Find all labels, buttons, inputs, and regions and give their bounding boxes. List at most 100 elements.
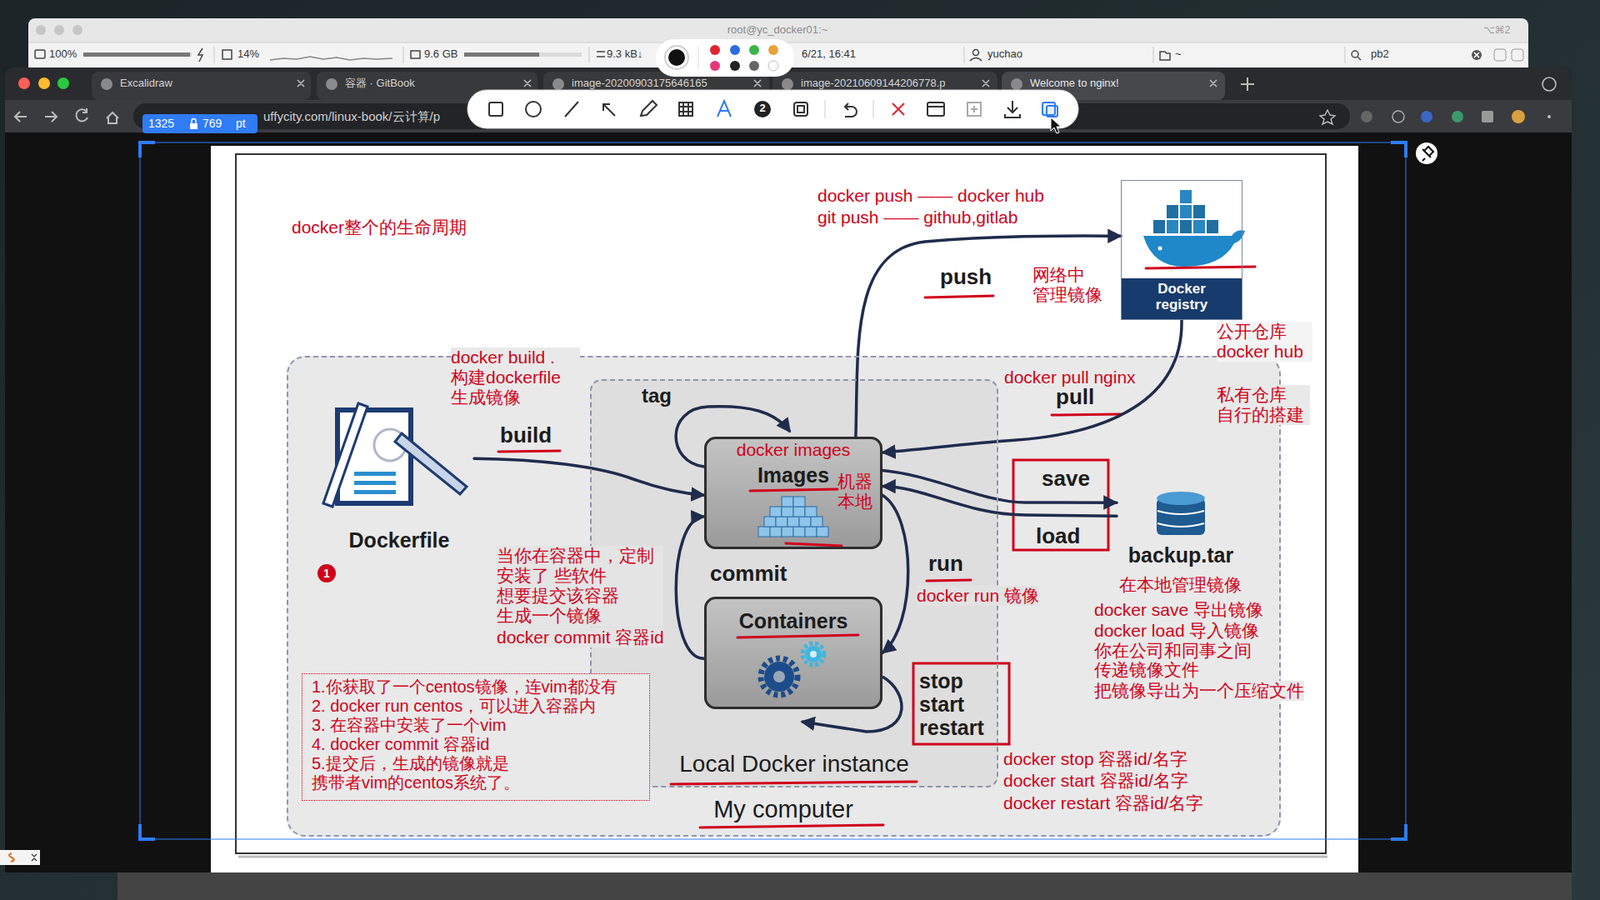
terminal-window xyxy=(222,50,232,60)
tab-title: image-20200903175646165 xyxy=(571,77,708,90)
node-text: 5.提交后，生成的镜像就是 携带者vim的centos系统了。 xyxy=(311,754,554,793)
annotation-toolbar xyxy=(1042,102,1055,115)
edge-label: build xyxy=(500,423,552,449)
browser-window xyxy=(1420,110,1433,123)
flow-arrow xyxy=(474,458,705,495)
terminal-window xyxy=(35,25,46,35)
browser-window xyxy=(117,872,1572,900)
diagram-fills xyxy=(704,436,883,550)
node-text: Images xyxy=(757,463,830,488)
annotation-toolbar xyxy=(640,100,657,116)
browser-window xyxy=(5,132,1572,873)
annotation-toolbar xyxy=(873,100,875,119)
registry-whale xyxy=(1153,220,1165,234)
red-annotations xyxy=(737,635,859,638)
edge-label: pull xyxy=(1055,385,1095,410)
annotation-toolbar xyxy=(927,102,945,116)
annotation-toolbar xyxy=(679,102,693,116)
browser-window xyxy=(45,111,57,122)
url-text: uffycity.com/linux-book/云计算/p xyxy=(263,109,440,124)
terminal-window xyxy=(1471,50,1482,60)
red-annotations xyxy=(750,489,838,491)
color-palette xyxy=(665,45,689,70)
node-text: 3. 在容器中安装了一个vim xyxy=(311,715,506,735)
browser-window xyxy=(15,111,27,122)
red-annotations xyxy=(700,825,884,828)
node-text: 4. docker commit 容器id xyxy=(311,735,490,755)
color-palette xyxy=(749,60,760,71)
terminal-window xyxy=(54,25,65,35)
browser-window xyxy=(1481,110,1494,123)
browser-window xyxy=(18,77,30,90)
terminal-window xyxy=(1160,51,1170,60)
annotation-note: docker load 导入镜像 xyxy=(1094,620,1260,641)
size-readout: 769 xyxy=(202,116,222,130)
dockerfile-icon xyxy=(354,490,396,495)
terminal-window xyxy=(198,48,203,62)
annotation-note: 机器 本地 xyxy=(837,471,876,512)
backup-file: backup.tar xyxy=(1116,487,1245,572)
command-label: stop xyxy=(919,669,964,694)
terminal-window xyxy=(596,51,605,57)
command-label: restart xyxy=(919,715,985,740)
terminal-window xyxy=(83,52,190,57)
annotation-note: docker stop 容器id/名字 xyxy=(1003,749,1188,770)
registry-whale xyxy=(1180,220,1192,234)
terminal-window xyxy=(1351,50,1359,58)
image-cubes-icon xyxy=(787,516,800,527)
browser-window xyxy=(1511,110,1525,124)
node-text: Docker registry xyxy=(1140,281,1224,313)
terminal-window xyxy=(1511,49,1524,61)
node-text: Containers xyxy=(739,609,849,634)
container-gears-icon xyxy=(760,643,825,695)
edge-label: commit xyxy=(710,561,787,587)
annotation-note: 私有仓库 自行的搭建 xyxy=(1216,385,1310,425)
annotation-toolbar xyxy=(967,102,981,116)
diagram-fills xyxy=(286,355,1281,837)
annotation-toolbar xyxy=(845,103,857,117)
annotation-note: docker start 容器id/名字 xyxy=(1003,770,1189,791)
terminal-window xyxy=(1357,56,1361,60)
browser-window xyxy=(210,145,1359,873)
annotation-toolbar xyxy=(525,101,541,117)
browser-window xyxy=(91,71,311,100)
tab-title: image-20210609144206778.p xyxy=(800,77,946,90)
registry-box: Docker registry xyxy=(1120,180,1243,320)
annotation-toolbar xyxy=(754,100,771,118)
image-cubes-icon xyxy=(758,496,829,537)
color-palette xyxy=(668,49,685,66)
status-value: 6/21, 16:41 xyxy=(801,48,856,61)
red-annotations xyxy=(925,295,994,298)
annotation-toolbar xyxy=(892,103,905,115)
annotation-note: docker restart 容器id/名字 xyxy=(1003,793,1204,814)
annotation-toolbar xyxy=(1046,105,1058,117)
flow-arrow xyxy=(882,495,909,653)
window-title: root@yc_docker01:~ xyxy=(727,24,829,37)
registry-whale xyxy=(1180,190,1192,204)
image-cubes-icon xyxy=(758,526,770,537)
browser-window xyxy=(1542,77,1556,91)
color-palette xyxy=(768,60,779,71)
action-label: tag xyxy=(641,384,672,408)
image-cubes-icon xyxy=(793,526,805,537)
annotation-toolbar xyxy=(717,100,731,117)
backup-database-icon xyxy=(1156,491,1205,505)
red-annotations xyxy=(785,543,842,546)
browser-window xyxy=(31,854,37,861)
annotation-toolbar xyxy=(679,102,693,116)
color-palette xyxy=(655,39,795,77)
registry-whale xyxy=(1193,220,1205,234)
status-value: 9.6 GB xyxy=(424,48,458,61)
annotation-toolbar xyxy=(794,102,808,116)
terminal-window xyxy=(964,46,965,64)
terminal-window xyxy=(214,46,215,64)
red-annotations xyxy=(1051,414,1121,415)
image-cubes-icon xyxy=(770,526,782,537)
annotation-toolbar xyxy=(467,90,1079,129)
browser-window xyxy=(1240,77,1255,91)
edge-label: save xyxy=(1041,466,1090,492)
container-gears-icon xyxy=(764,661,795,692)
image-cubes-icon xyxy=(793,496,805,507)
screenshot-selection xyxy=(1422,146,1434,161)
registry-whale xyxy=(1206,220,1219,234)
